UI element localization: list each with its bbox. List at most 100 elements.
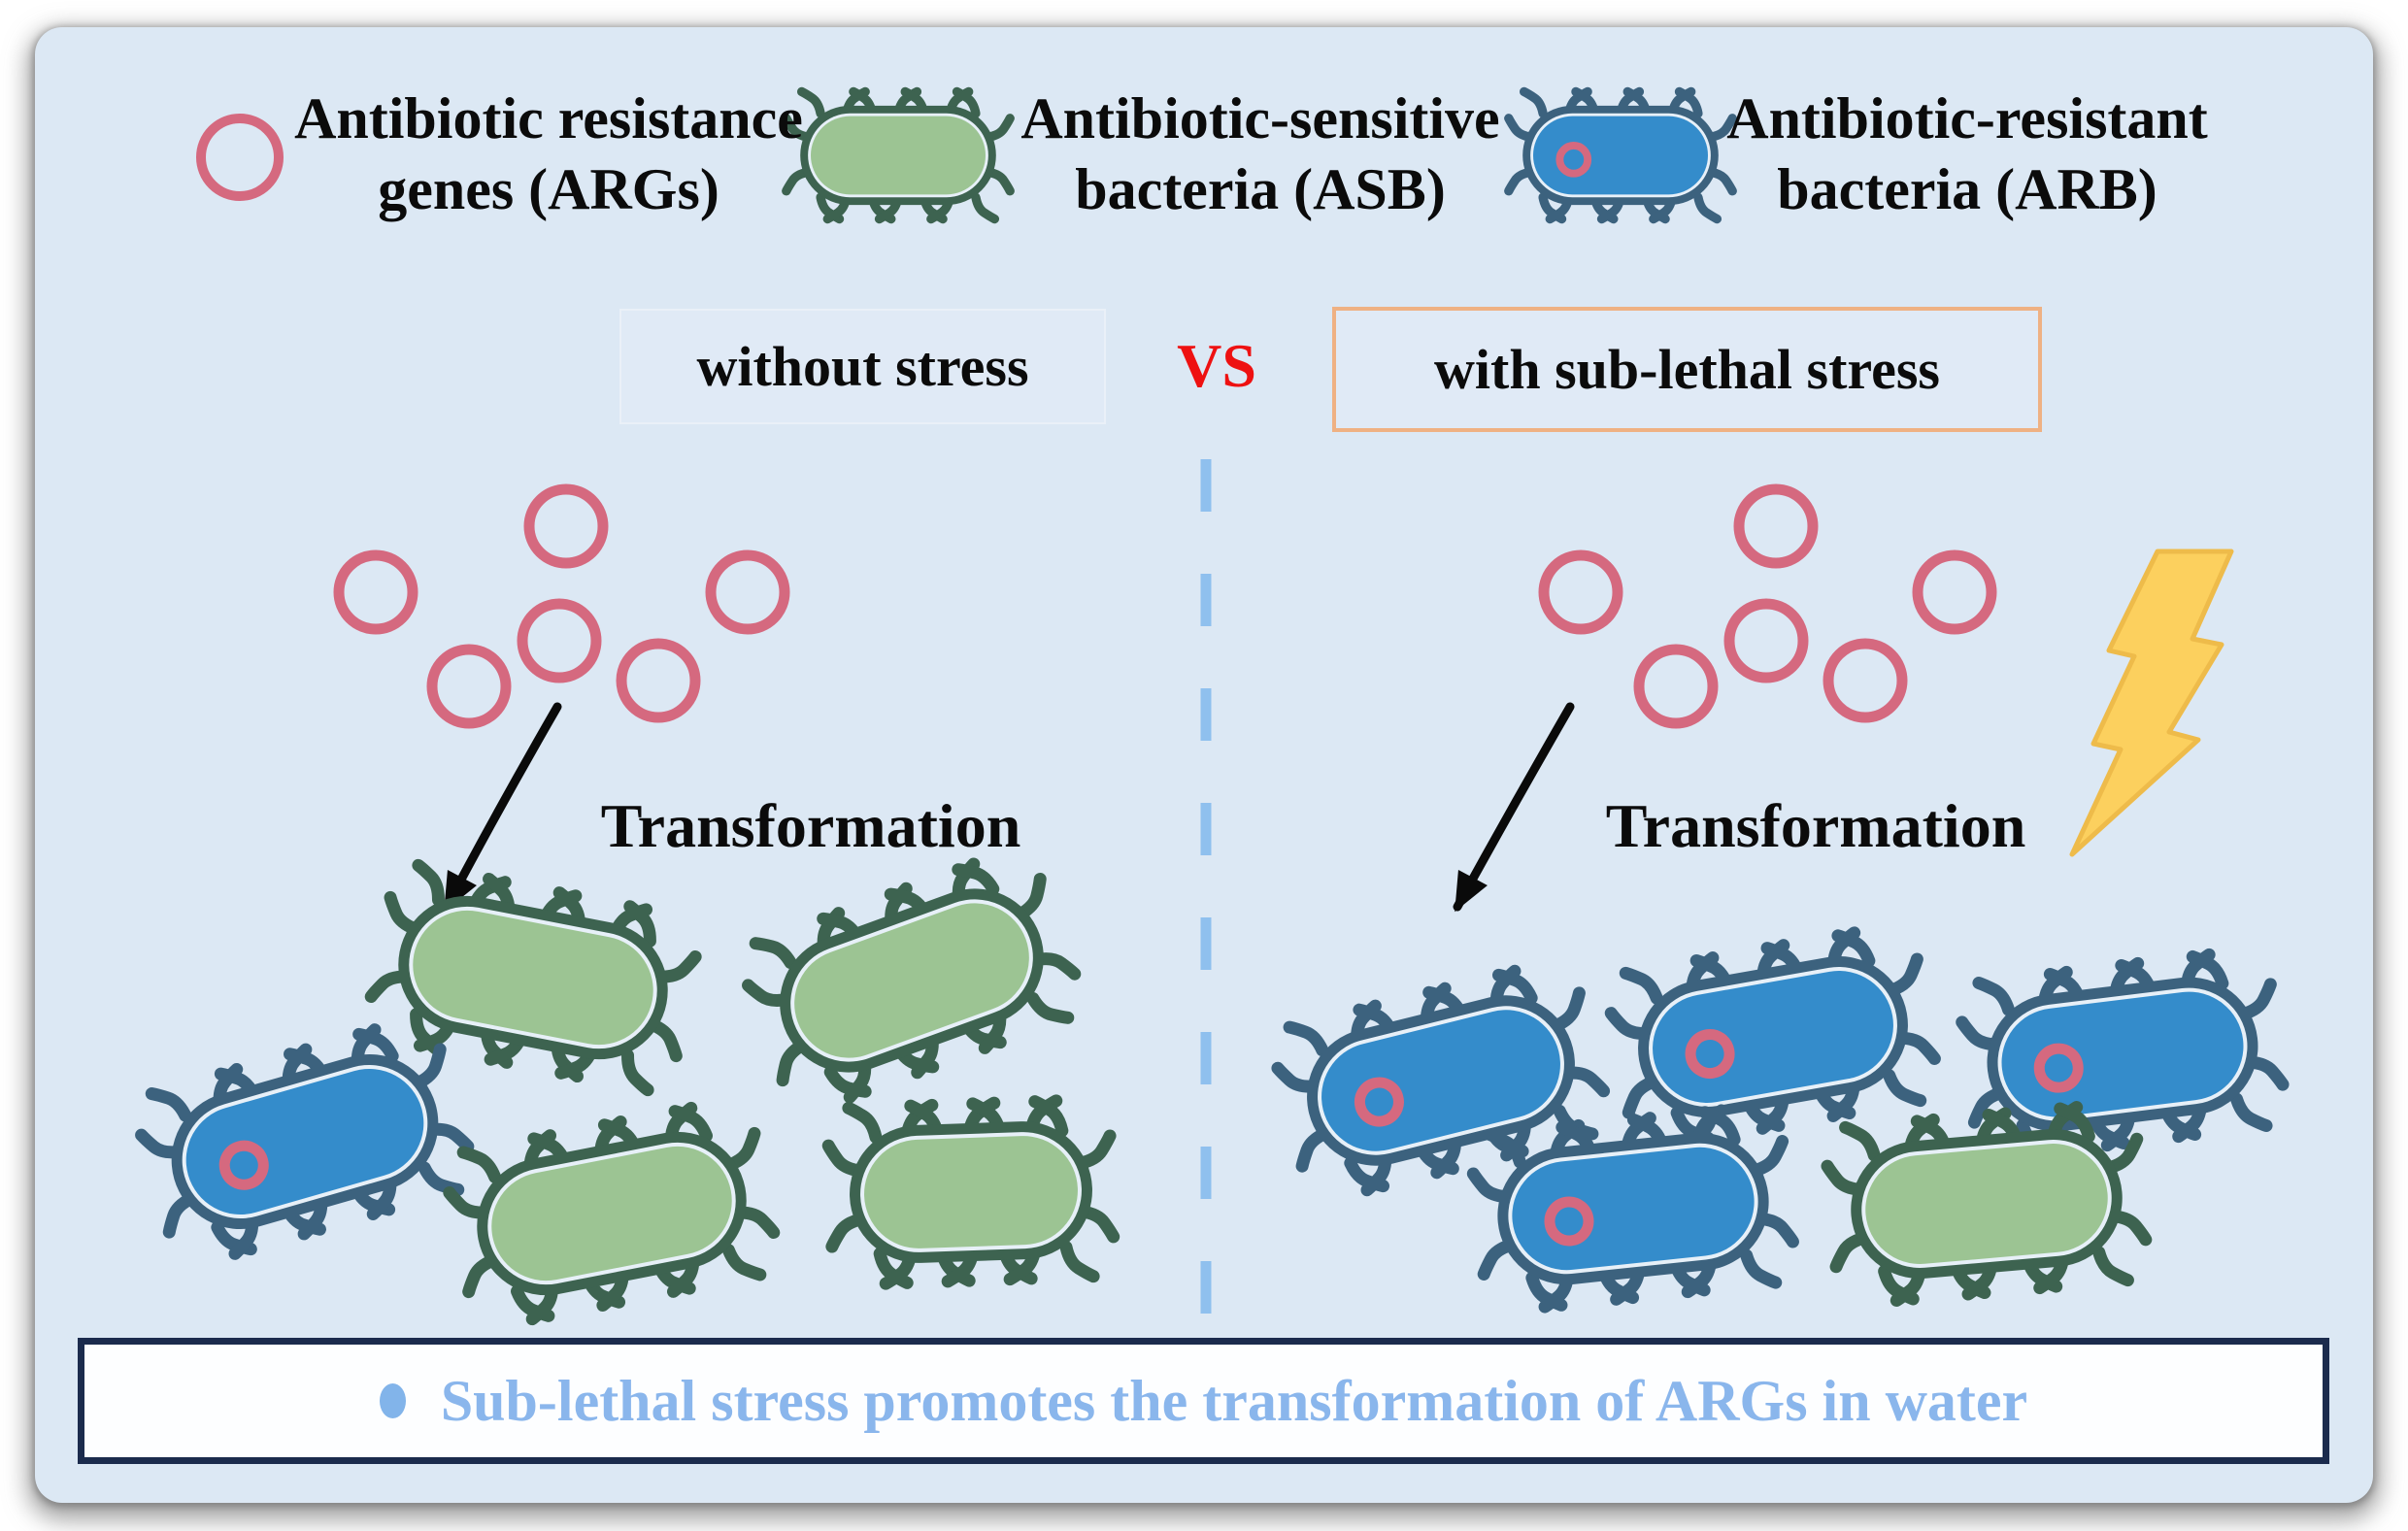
legend-label-asb-line2: bacteria (ASB): [1075, 157, 1446, 222]
asb-bacterium-icon: [821, 1094, 1120, 1290]
arg-ring-icon: [1733, 483, 1819, 569]
flagella-spike: [1484, 1128, 1526, 1169]
flagella-spike: [821, 1139, 866, 1178]
flagella-spike: [749, 937, 797, 970]
flagella-spike: [1698, 1106, 1741, 1147]
arg-ring-icon: [1633, 644, 1719, 729]
flagella-spike: [1295, 1126, 1332, 1173]
flagella-spike: [162, 1192, 198, 1239]
arg-ring-icon: [426, 644, 512, 729]
flagella-spike: [145, 1087, 192, 1122]
asb-bacterium-icon: [782, 86, 1015, 224]
flagella-spike: [1893, 1031, 1941, 1065]
flagella-spike: [776, 1039, 809, 1087]
bacterium-body: [491, 1146, 732, 1281]
flagella-spike: [2092, 1246, 2134, 1287]
asb-bacterium-icon: [443, 1101, 781, 1326]
flagella-spike: [462, 1253, 500, 1299]
flagella-spike: [621, 1048, 654, 1097]
flagella-spike: [1674, 86, 1703, 118]
legend-label-asb-line1: Antibiotic-sensitive: [1020, 86, 1500, 150]
arg-ring-icon: [616, 638, 701, 723]
transformation-label-left: Transformation: [600, 791, 1021, 860]
legend-label-arb: Antibiotic-resistant bacteria (ARB): [1695, 83, 2239, 225]
without-stress-box: without stress: [619, 309, 1106, 424]
flagella-spike: [1550, 986, 1586, 1033]
without-stress-label: without stress: [696, 335, 1029, 398]
arg-ring-icon: [1544, 1196, 1594, 1247]
flagella-spike: [1519, 86, 1548, 118]
lightning-bolt-icon: [2069, 549, 2234, 857]
flagella-spike: [2054, 1102, 2095, 1144]
flagella-spike: [1504, 114, 1535, 142]
legend-label-args: Antibiotic resistance genes (ARGs): [277, 83, 820, 225]
flagella-spike: [364, 970, 413, 1004]
flagella-spike: [1059, 1241, 1100, 1283]
bacterium-body: [1321, 1010, 1560, 1151]
arg-ring-icon: [1823, 638, 1908, 723]
asb-bacterium-icon: [364, 858, 702, 1097]
flagella-spike: [1956, 1015, 2002, 1051]
flagella-spike: [1740, 1248, 1783, 1289]
arg-ring-icon: [1685, 1029, 1735, 1080]
flagella-spike: [1967, 1086, 2008, 1129]
arg-ring-icon: [523, 483, 609, 569]
flagella-spike: [1883, 1069, 1927, 1108]
conclusion-text: Sub-lethal stress promotes the transform…: [440, 1368, 2028, 1433]
flagella-spike: [984, 114, 1015, 142]
arb-bacterium-icon: [1466, 1104, 1799, 1314]
flagella-spike: [443, 1186, 490, 1219]
arb-bacterium-icon: [1956, 948, 2290, 1161]
flagella-spike: [842, 1101, 883, 1144]
flagella-spike: [742, 979, 792, 1007]
bacterium-body: [811, 116, 986, 195]
flagella-spike: [2229, 1092, 2273, 1133]
flagella-spike: [1754, 1212, 1799, 1248]
arg-ring-icon: [1555, 141, 1592, 178]
flagella-spike: [1839, 1120, 1881, 1162]
flagella-spike: [984, 167, 1015, 196]
flagella-spike: [1030, 952, 1082, 981]
flagella-spike: [412, 1043, 447, 1089]
arb-bacterium-icon: [1271, 964, 1611, 1197]
diagram-canvas: [135, 86, 2290, 1326]
arb-bacterium-icon: [135, 1023, 475, 1260]
flagella-spike: [1886, 952, 1923, 997]
flagella-spike: [135, 1128, 184, 1159]
flagella-spike: [1622, 1075, 1660, 1119]
flagella-spike: [2237, 978, 2277, 1020]
flagella-spike: [1604, 1007, 1652, 1041]
flagella-spike: [412, 858, 445, 907]
flagella-spike: [1749, 1135, 1789, 1178]
flagella-spike: [723, 1126, 761, 1172]
flagella-spike: [952, 86, 981, 118]
flagella-spike: [1466, 1167, 1513, 1204]
flagella-spike: [2243, 1055, 2290, 1091]
vs-label: VS: [1177, 331, 1256, 400]
dot-icon: [379, 1383, 406, 1418]
arg-ring-icon: [1723, 598, 1809, 683]
flagella-spike: [1028, 1095, 1069, 1138]
flagella-spike: [1561, 1066, 1611, 1098]
bacterium-body: [185, 1068, 424, 1215]
arg-ring-icon: [517, 598, 602, 683]
figure-card: Antibiotic resistance genes (ARGs) Antib…: [35, 27, 2373, 1503]
flagella-spike: [1706, 167, 1737, 196]
flagella-spike: [2186, 949, 2229, 990]
flagella-spike: [456, 1146, 502, 1183]
arb-bacterium-icon: [1504, 86, 1737, 224]
flagella-spike: [645, 1017, 683, 1063]
flagella-spike: [825, 1213, 868, 1253]
legend-label-args-line1: Antibiotic resistance: [294, 86, 803, 150]
bacterium-body: [413, 910, 653, 1046]
flagella-spike: [1619, 966, 1663, 1005]
flagella-spike: [1074, 1129, 1117, 1170]
arg-ring-icon: [218, 1140, 269, 1190]
flagella-spike: [352, 1027, 399, 1063]
flagella-spike: [721, 1244, 767, 1281]
with-sublethal-stress-label: with sub-lethal stress: [1434, 338, 1940, 401]
flagella-spike: [623, 900, 656, 948]
arg-ring-icon: [196, 114, 284, 201]
flagella-spike: [654, 950, 702, 983]
asb-bacterium-icon: [742, 857, 1082, 1104]
